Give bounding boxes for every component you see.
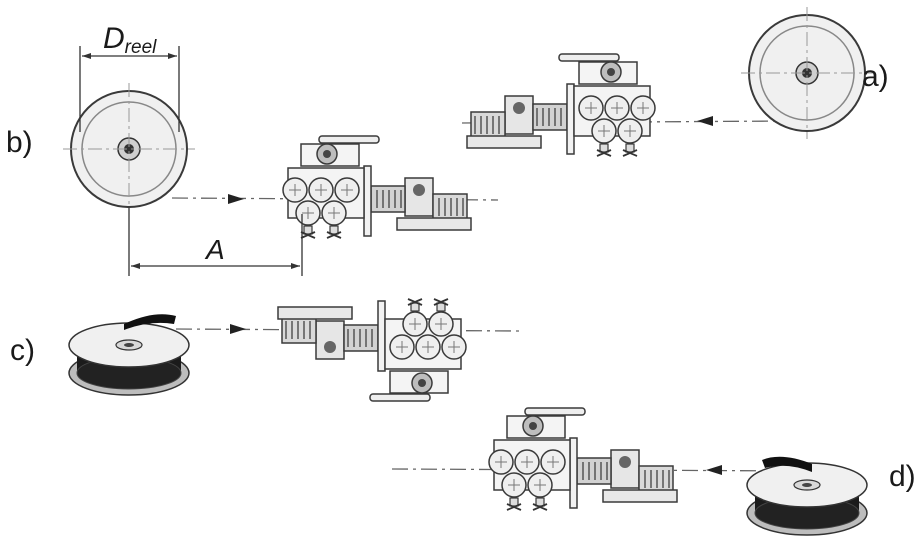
arrow-a <box>697 116 713 126</box>
reel-perspective-d <box>746 462 868 536</box>
wire-feeder-a <box>466 53 656 157</box>
dimension-label-a: A <box>206 234 225 265</box>
label-c: c) <box>10 334 35 367</box>
dimension-a <box>128 208 303 276</box>
wire-feeder-d <box>488 407 678 511</box>
reel-front-a <box>740 6 874 140</box>
reel-front-b <box>62 82 196 216</box>
configuration-d <box>391 407 868 536</box>
label-b: b) <box>6 126 33 159</box>
arrow-b <box>228 194 244 204</box>
wire-exit-d <box>762 456 812 472</box>
configuration-a <box>461 6 874 157</box>
configuration-c <box>68 298 523 402</box>
dimension-label-d-reel: Dreel <box>103 24 156 59</box>
wire-exit-c <box>124 314 176 330</box>
wire-feeder-c <box>277 298 467 402</box>
wire-path-a <box>461 120 791 124</box>
label-a: a) <box>862 60 889 93</box>
dimension-subscript-reel: reel <box>124 37 157 58</box>
arrow-d <box>706 465 722 475</box>
label-d: d) <box>889 460 916 493</box>
dimension-d-reel <box>79 46 180 132</box>
reel-perspective-c <box>68 322 190 396</box>
dimension-symbol-d: D <box>103 22 125 55</box>
configuration-b <box>62 46 499 276</box>
wire-feeder-b <box>282 135 472 239</box>
arrow-c <box>230 324 246 334</box>
